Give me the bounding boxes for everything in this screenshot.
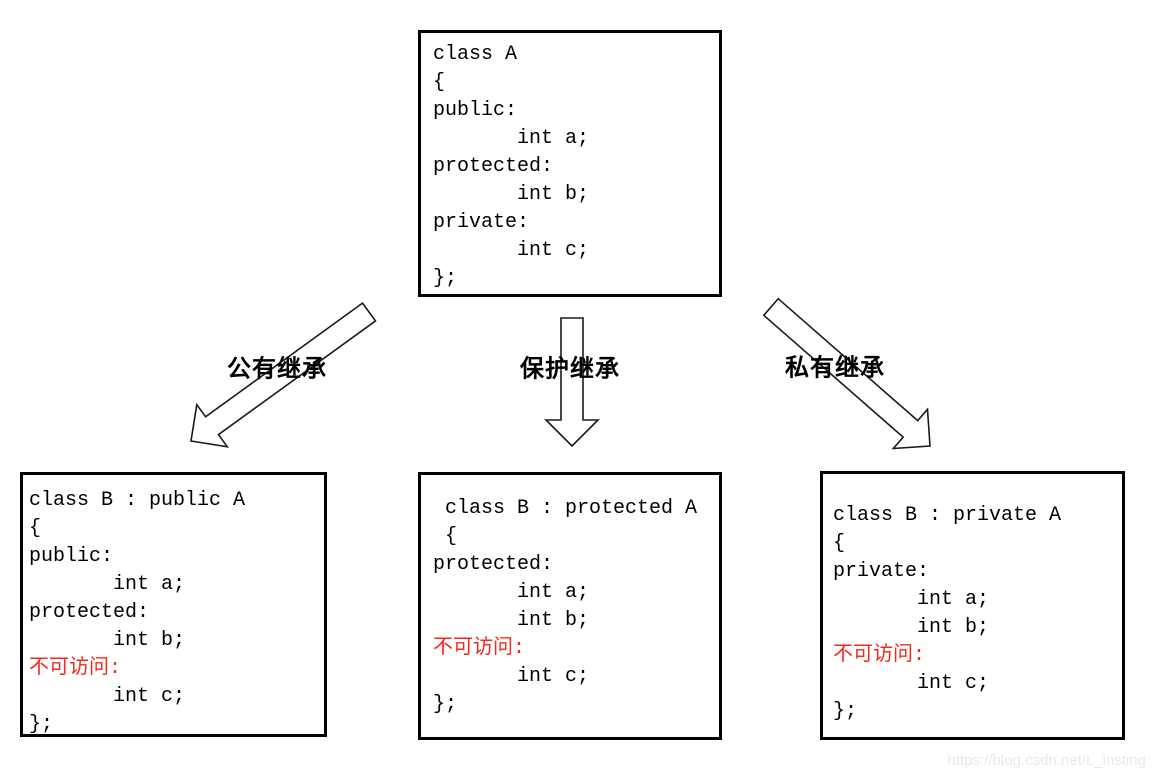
code-line: public:: [29, 545, 114, 568]
code-line: protected:: [29, 601, 150, 624]
code-line: public:: [433, 99, 518, 122]
code-line: int b;: [29, 629, 186, 652]
class-a-code-box: class A { public: int a; protected: int b; p…: [418, 30, 722, 297]
class-b-protected-code-box: class B : protected A { protected: int a;…: [418, 472, 722, 740]
code-line: {: [29, 517, 42, 540]
code-line: };: [833, 700, 858, 723]
code-line: };: [29, 713, 54, 736]
code-line: int a;: [833, 588, 990, 611]
code-line: int a;: [29, 573, 186, 596]
code-line: protected:: [433, 553, 554, 576]
code-line: int c;: [29, 685, 186, 708]
public-inheritance-label: 公有继承: [227, 355, 327, 383]
inaccessible-label-line: 不可访问:: [833, 644, 926, 667]
protected-inheritance-label: 保护继承: [520, 355, 620, 383]
code-line: {: [833, 532, 846, 555]
class-b-public-code-box: class B : public A { public: int a; protect…: [20, 472, 327, 737]
inaccessible-label-line: 不可访问:: [29, 657, 122, 680]
code-line: {: [433, 71, 446, 94]
code-line: int c;: [433, 665, 590, 688]
code-line: };: [433, 267, 458, 290]
code-line: int a;: [433, 581, 590, 604]
code-line: int b;: [433, 609, 590, 632]
class-a-code: class A { public: int a; protected: int b; p…: [433, 41, 719, 293]
code-line: protected:: [433, 155, 554, 178]
class-b-protected-code: class B : protected A { protected: int a;…: [433, 495, 719, 719]
code-line: private:: [433, 211, 530, 234]
class-b-private-code-box: class B : private A { private: int a; int …: [820, 471, 1125, 740]
code-line: int a;: [433, 127, 590, 150]
code-line: class A: [433, 43, 518, 66]
class-b-public-code: class B : public A { public: int a; protect…: [29, 487, 324, 739]
code-line: class B : protected A: [433, 497, 698, 520]
code-line: };: [433, 693, 458, 716]
code-line: private:: [833, 560, 930, 583]
code-line: class B : private A: [833, 504, 1062, 527]
code-line: {: [433, 525, 458, 548]
code-line: int b;: [433, 183, 590, 206]
code-line: class B : public A: [29, 489, 246, 512]
private-inheritance-label: 私有继承: [785, 354, 885, 382]
inaccessible-label-line: 不可访问:: [433, 637, 526, 660]
code-line: int c;: [833, 672, 990, 695]
code-line: int c;: [433, 239, 590, 262]
watermark: https://blog.csdn.net/L_insting: [947, 752, 1146, 769]
code-line: int b;: [833, 616, 990, 639]
class-b-private-code: class B : private A { private: int a; int …: [833, 502, 1122, 726]
